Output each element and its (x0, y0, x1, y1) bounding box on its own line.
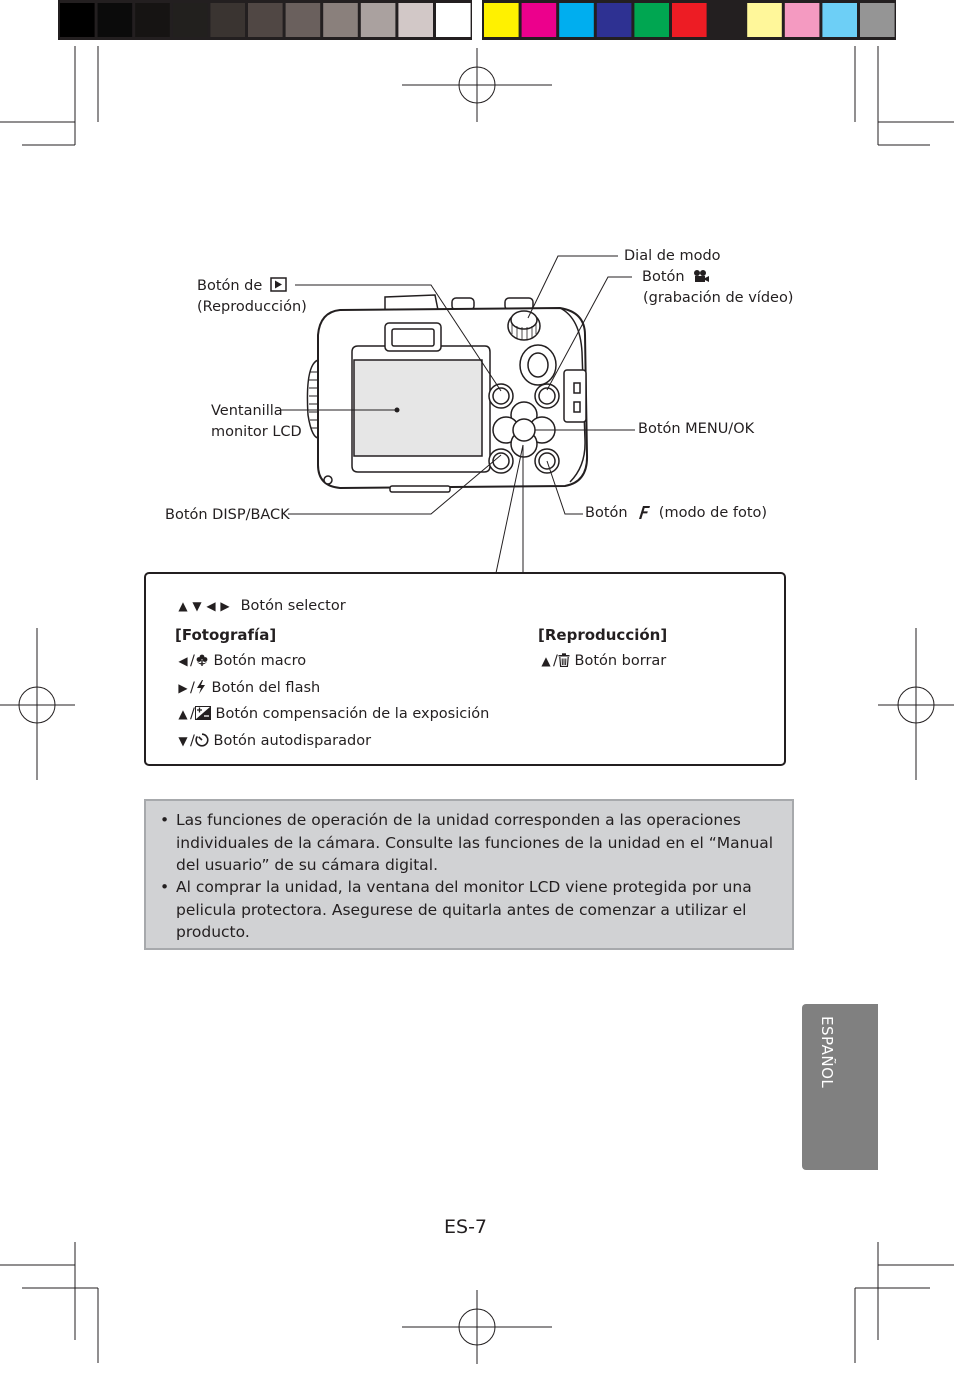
photo-heading: [Fotografía] (175, 626, 277, 644)
label-movie-button-text: Botón (642, 269, 685, 285)
button-disp (488, 448, 514, 474)
note-text: Al comprar la unidad, la ventana del mon… (176, 878, 752, 941)
color-swatch (596, 3, 632, 37)
color-swatch (559, 3, 594, 37)
exposure-compensation-icon (194, 706, 211, 720)
label-lcd-window-2: monitor LCD (211, 424, 302, 440)
bullet: • (160, 878, 170, 896)
bullet: • (160, 811, 170, 829)
playback-item-erase: ▲/ Botón borrar (539, 651, 666, 671)
photo-item-self-timer: ▼/ Botón autodisparador (176, 731, 371, 751)
trash-icon (558, 653, 570, 668)
gray-swatch (135, 3, 170, 37)
language-tab-label: ESPAÑOL (818, 1016, 836, 1089)
label-menu-ok: Botón MENU/OK (638, 421, 755, 437)
gray-swatch (248, 3, 283, 37)
color-swatch (672, 3, 707, 37)
note-item: • Al comprar la unidad, la ventana del m… (160, 876, 776, 944)
note-text: Las funciones de operación de la unidad … (176, 811, 774, 874)
arrow-up-icon: ▲ (178, 599, 188, 613)
macro-icon (196, 654, 208, 666)
color-swatch (709, 3, 745, 37)
label-f-button: Botón (modo de foto) (585, 503, 767, 524)
color-swatch (747, 3, 782, 37)
label-playback-button-text: Botón de (197, 278, 263, 294)
selector-button-box: ▲ ▼ ◀ ▶ Botón selector [Fotografía] [Reprod… (144, 572, 786, 766)
arrow-down-icon: ▼ (178, 734, 188, 748)
label-movie-button-sub: (grabación de vídeo) (643, 290, 794, 306)
f-mode-icon (639, 506, 651, 519)
self-timer-label: Botón autodisparador (213, 733, 372, 749)
gray-swatch (285, 3, 321, 37)
gray-swatch (172, 3, 208, 37)
color-swatch (822, 3, 857, 37)
gray-swatch (360, 3, 396, 37)
arrow-right-icon: ▶ (178, 681, 188, 695)
macro-label: Botón macro (213, 653, 307, 669)
gray-swatch (398, 3, 433, 37)
color-swatch (484, 3, 519, 37)
side-strap (563, 369, 587, 423)
selector-row: ▲ ▼ ◀ ▶ Botón selector (176, 596, 346, 616)
arrow-down-icon: ▼ (192, 599, 202, 613)
label-dial-mode: Dial de modo (624, 248, 721, 264)
self-timer-icon (195, 733, 209, 747)
button-movie (534, 383, 560, 409)
tripod-mount (389, 485, 451, 493)
page-number: ES-7 (444, 1216, 488, 1238)
button-playback (488, 383, 514, 409)
photo-item-flash: ▶/ Botón del flash (176, 678, 320, 698)
arrow-right-icon: ▶ (220, 599, 230, 613)
color-swatch (634, 3, 669, 37)
arrow-up-icon: ▲ (178, 707, 188, 721)
gray-swatch (97, 3, 133, 37)
flash-label: Botón del flash (211, 680, 321, 696)
camera-top-bump (384, 294, 439, 311)
notes-box: • Las funciones de operación de la unida… (144, 799, 794, 950)
color-swatch (521, 3, 557, 37)
lcd-screen (353, 359, 483, 457)
arrow-left-icon: ◀ (178, 654, 188, 668)
gray-swatch (210, 3, 245, 37)
playback-icon (270, 277, 287, 292)
color-swatch (860, 3, 895, 37)
label-f-button-sub: (modo de foto) (658, 505, 768, 521)
gray-swatch (323, 3, 358, 37)
label-lcd-window-1: Ventanilla (211, 403, 283, 419)
selector-pad (492, 401, 556, 458)
language-tab: ESPAÑOL (802, 1004, 878, 1170)
flash-icon (196, 680, 205, 694)
exposure-label: Botón compensación de la exposición (215, 706, 490, 722)
label-disp-back: Botón DISP/BACK (165, 507, 290, 523)
arrow-up-icon: ▲ (541, 654, 551, 668)
label-playback-button-sub: (Reproducción) (197, 299, 307, 315)
color-calibration-bar (58, 0, 896, 40)
strap-loop (323, 475, 333, 485)
label-playback-button: Botón de (197, 276, 287, 297)
camera-back-diagram (280, 255, 635, 574)
gray-swatch (60, 3, 95, 37)
note-item: • Las funciones de operación de la unida… (160, 809, 776, 877)
color-swatch (784, 3, 820, 37)
photo-item-macro: ◀/ Botón macro (176, 651, 306, 671)
selector-label: Botón selector (240, 598, 346, 614)
photo-item-exposure: ▲/ Botón compensación de la exposición (176, 704, 489, 724)
label-movie-button: Botón (642, 267, 710, 288)
movie-camera-icon (694, 270, 710, 282)
playback-heading: [Reproducción] (538, 626, 668, 644)
arrow-left-icon: ◀ (206, 599, 216, 613)
erase-label: Botón borrar (574, 653, 667, 669)
label-f-button-text: Botón (585, 505, 628, 521)
gray-swatch (436, 3, 471, 37)
